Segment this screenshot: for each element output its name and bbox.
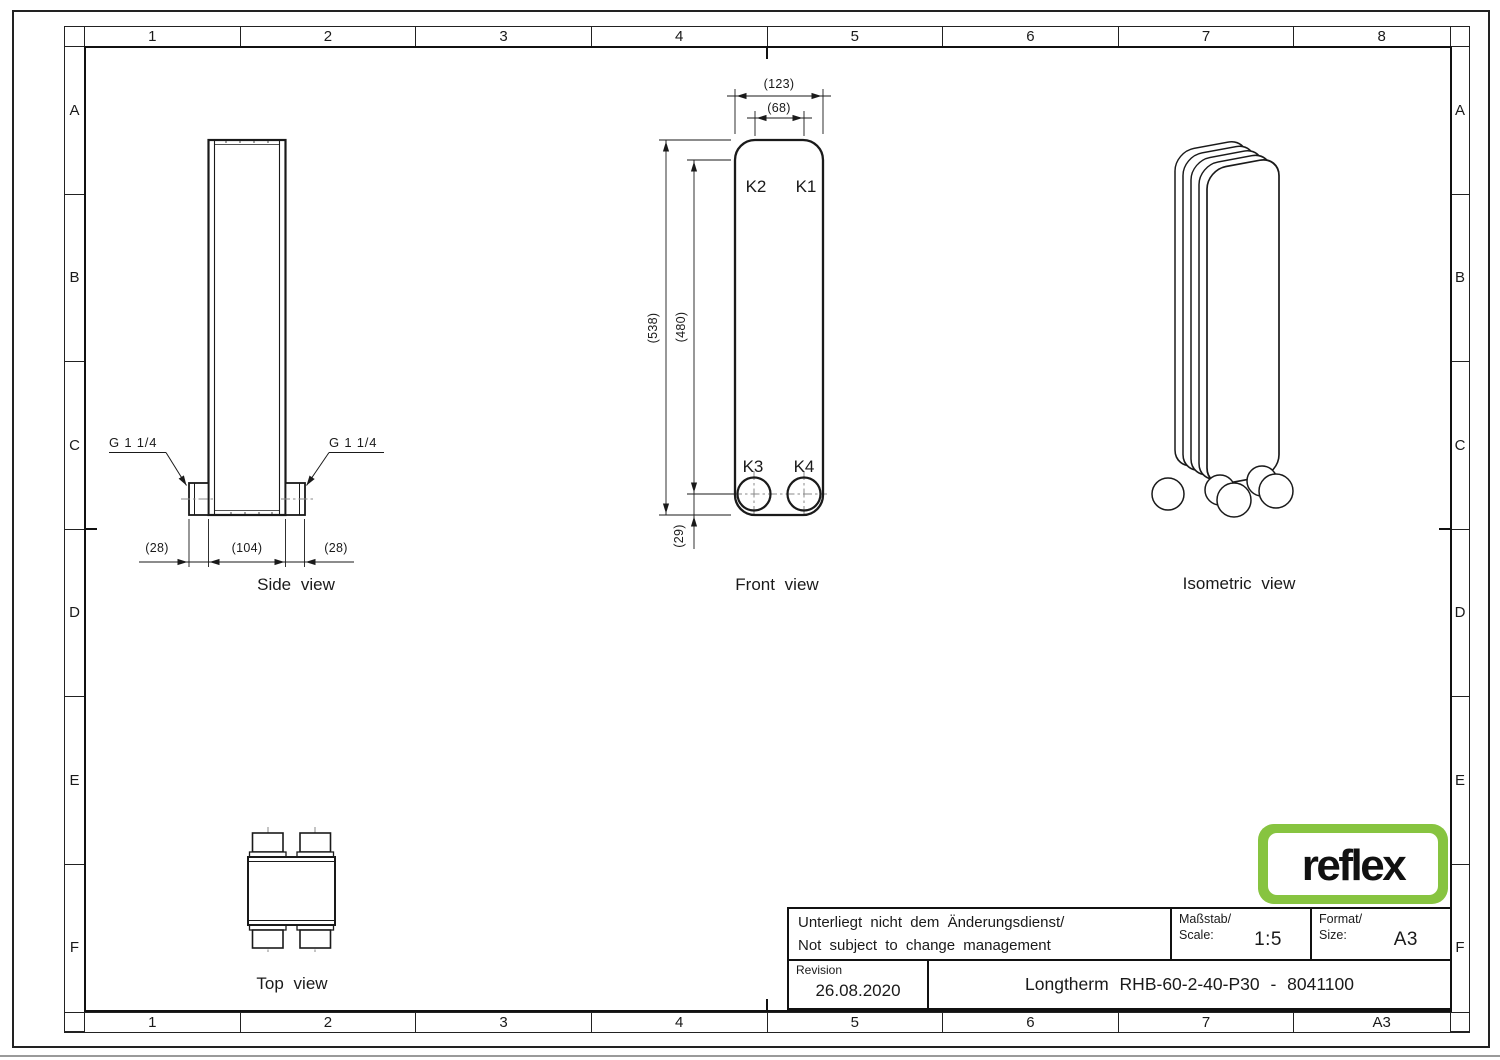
port-label-k3: K3 bbox=[743, 457, 764, 476]
grid-ref-cell: D bbox=[65, 530, 84, 697]
side-dim-center: (104) bbox=[232, 541, 263, 555]
format-label-de: Format/ bbox=[1319, 912, 1363, 926]
change-note-de: Unterliegt nicht dem Änderungsdienst/ bbox=[798, 914, 1065, 931]
front-view-label: Front view bbox=[735, 575, 819, 594]
grid-ref-cell: C bbox=[65, 362, 84, 530]
iso-back-port bbox=[1151, 477, 1185, 511]
grid-ref-cell: A bbox=[1451, 27, 1469, 195]
top-view: Top view bbox=[247, 827, 336, 993]
grid-ref-cell: 7 bbox=[1119, 1013, 1295, 1032]
grid-ref-cell: 2 bbox=[241, 27, 417, 46]
grid-ref-cell: 6 bbox=[943, 27, 1119, 46]
side-view-label: Side view bbox=[257, 575, 335, 594]
grid-ref-cell: A3 bbox=[1372, 1014, 1391, 1031]
grid-ref-cell: F bbox=[69, 939, 80, 957]
revision-date: 26.08.2020 bbox=[815, 981, 901, 1000]
port-k3-circle bbox=[736, 476, 772, 512]
front-view-dimensions: (123) (68) (538) (480) (29) bbox=[646, 77, 831, 549]
side-view-dimensions: (28) (104) (28) bbox=[139, 519, 354, 567]
center-mark-left bbox=[84, 528, 97, 530]
drawing-frame bbox=[84, 46, 1452, 1012]
grid-ref-cell: F bbox=[1455, 939, 1465, 957]
front-view-body bbox=[733, 138, 827, 518]
grid-ref-strip-left: A B C D E F bbox=[64, 26, 85, 1032]
logo-inner bbox=[1268, 833, 1438, 895]
side-view: G 1 1/4 G 1 1/4 (28) (104) (28) Side vie… bbox=[109, 138, 384, 594]
change-note: Unterliegt nicht dem Änderungsdienst/ No… bbox=[789, 909, 1170, 959]
thread-label-left: G 1 1/4 bbox=[109, 435, 157, 450]
grid-ref-cell: 7 bbox=[1119, 27, 1295, 46]
format-value: A3 bbox=[1393, 929, 1418, 951]
front-dim-port-offset: (29) bbox=[672, 524, 686, 547]
thread-label-right: G 1 1/4 bbox=[329, 435, 377, 450]
drawing-title: Longtherm RHB-60-2-40-P30 - 8041100 bbox=[927, 961, 1450, 1008]
top-view-nozzles bbox=[248, 827, 335, 954]
front-dim-height: (538) bbox=[646, 313, 660, 344]
reflex-logo: reflex bbox=[1258, 824, 1448, 904]
scale-value: 1:5 bbox=[1254, 929, 1282, 951]
port-label-k4: K4 bbox=[794, 457, 815, 476]
port-k4-circle bbox=[786, 476, 822, 512]
grid-ref-cell: 5 bbox=[768, 27, 944, 46]
grid-ref-cell: D bbox=[1451, 530, 1469, 697]
center-mark-bottom bbox=[766, 999, 768, 1012]
side-dim-left: (28) bbox=[145, 541, 168, 555]
format-label-en: Size: bbox=[1319, 928, 1347, 943]
revision-label: Revision bbox=[796, 963, 843, 977]
grid-ref-cell: 5 bbox=[768, 1013, 944, 1032]
grid-ref-cell: 6 bbox=[943, 1013, 1119, 1032]
scale-cell: Maßstab/ Scale: 1:5 bbox=[1170, 909, 1310, 959]
side-view-thread-callouts: G 1 1/4 G 1 1/4 bbox=[109, 435, 384, 486]
front-dim-port-spacing: (68) bbox=[767, 101, 790, 115]
grid-ref-cell: B bbox=[65, 195, 84, 362]
scale-label-en: Scale: bbox=[1179, 928, 1214, 943]
grid-ref-strip-right: A B C D E F bbox=[1450, 26, 1470, 1032]
grid-ref-cell: 8 bbox=[1377, 28, 1386, 45]
grid-ref-strip-bottom: 1 2 3 4 5 6 7 A3 bbox=[64, 1012, 1470, 1033]
scale-label-de: Maßstab/ bbox=[1179, 912, 1232, 926]
grid-ref-cell: 4 bbox=[592, 1013, 768, 1032]
grid-ref-cell: E bbox=[1451, 697, 1469, 865]
front-dim-port-height: (480) bbox=[674, 312, 688, 343]
side-dim-right: (28) bbox=[324, 541, 347, 555]
grid-ref-cell: A bbox=[65, 27, 84, 195]
side-view-nozzle-right bbox=[281, 482, 313, 516]
page-bottom-edge bbox=[0, 1055, 1500, 1057]
grid-ref-cell: 2 bbox=[241, 1013, 417, 1032]
grid-ref-cell: 1 bbox=[65, 1013, 241, 1032]
iso-plate-stack bbox=[1174, 141, 1280, 485]
front-view-port-labels: K2 K1 K3 K4 bbox=[743, 177, 817, 476]
center-mark-top bbox=[766, 46, 768, 59]
top-view-label: Top view bbox=[256, 974, 328, 993]
grid-ref-cell: C bbox=[1451, 362, 1469, 530]
sheet-outer-border bbox=[12, 10, 1490, 1048]
revision-cell: Revision 26.08.2020 bbox=[789, 961, 927, 1008]
grid-ref-cell: 3 bbox=[416, 27, 592, 46]
front-dim-width: (123) bbox=[764, 77, 795, 91]
front-view: K2 K1 K3 K4 bbox=[646, 77, 831, 594]
side-view-nozzle-left bbox=[181, 482, 213, 516]
iso-front-ports bbox=[1204, 465, 1294, 518]
grid-ref-cell: 4 bbox=[592, 27, 768, 46]
grid-ref-cell: B bbox=[1451, 195, 1469, 362]
side-view-body bbox=[207, 138, 287, 517]
port-label-k1: K1 bbox=[796, 177, 817, 196]
grid-ref-cell: E bbox=[65, 697, 84, 865]
isometric-view-label: Isometric view bbox=[1183, 574, 1296, 593]
grid-ref-strip-top: 1 2 3 4 5 6 7 8 bbox=[64, 26, 1470, 47]
isometric-view: Isometric view bbox=[1151, 141, 1296, 593]
port-label-k2: K2 bbox=[746, 177, 767, 196]
logo-text: reflex bbox=[1302, 841, 1407, 890]
grid-ref-cell: 3 bbox=[416, 1013, 592, 1032]
change-note-en: Not subject to change management bbox=[798, 936, 1051, 954]
grid-ref-cell: 1 bbox=[65, 27, 241, 46]
center-mark-right bbox=[1439, 528, 1452, 530]
title-block: Unterliegt nicht dem Änderungsdienst/ No… bbox=[787, 907, 1452, 1010]
format-cell: Format/ Size: A3 bbox=[1310, 909, 1450, 959]
top-view-body bbox=[247, 856, 336, 926]
